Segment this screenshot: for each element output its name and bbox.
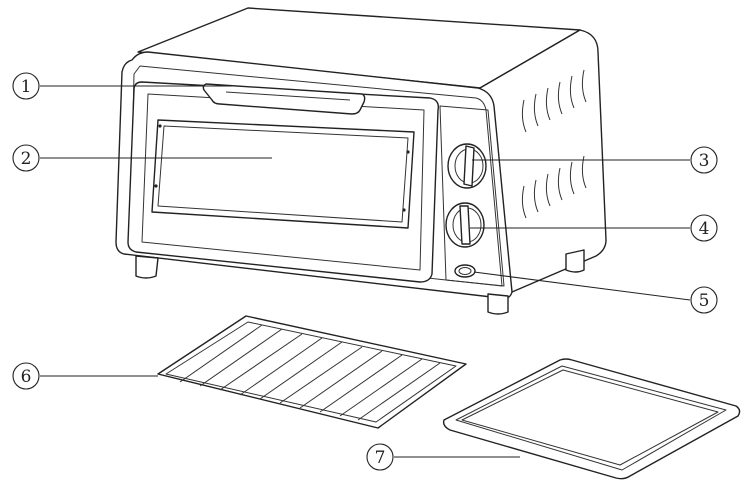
oven-foot <box>135 255 159 279</box>
screw-icon <box>154 184 158 188</box>
callout-6: 6 <box>12 362 158 390</box>
control-panel <box>439 105 505 287</box>
side-vents-lower <box>521 155 587 219</box>
wire-rack <box>157 315 467 429</box>
oven-foot <box>565 249 585 273</box>
timer-knob <box>445 202 485 248</box>
baking-tray <box>442 358 741 480</box>
callout-number: 6 <box>21 367 32 387</box>
screw-icon <box>406 150 410 154</box>
indicator-light <box>454 264 476 278</box>
glass-inner-edge <box>157 125 409 223</box>
oven-foot <box>487 293 509 315</box>
callout-7: 7 <box>366 443 520 471</box>
temperature-knob <box>447 143 487 189</box>
callout-number: 7 <box>375 448 386 468</box>
callout-3: 3 <box>472 146 718 174</box>
screw-icon <box>158 124 162 128</box>
side-vents-upper <box>521 69 587 133</box>
door-handle <box>202 83 366 115</box>
callout-2: 2 <box>12 144 272 172</box>
rack-wires <box>179 324 441 421</box>
oven-side-panel <box>479 29 607 293</box>
callout-5: 5 <box>473 271 718 314</box>
callout-1: 1 <box>12 72 232 100</box>
callout-number: 4 <box>699 219 710 239</box>
callout-4: 4 <box>470 214 718 242</box>
door-glass-window <box>151 119 415 229</box>
callout-number: 2 <box>21 149 32 169</box>
callout-number: 3 <box>699 151 710 171</box>
screw-icon <box>402 208 406 212</box>
toaster-oven <box>115 7 607 315</box>
handle-grip-line <box>225 91 351 101</box>
callout-number: 1 <box>21 77 32 97</box>
callout-number: 5 <box>699 291 710 311</box>
